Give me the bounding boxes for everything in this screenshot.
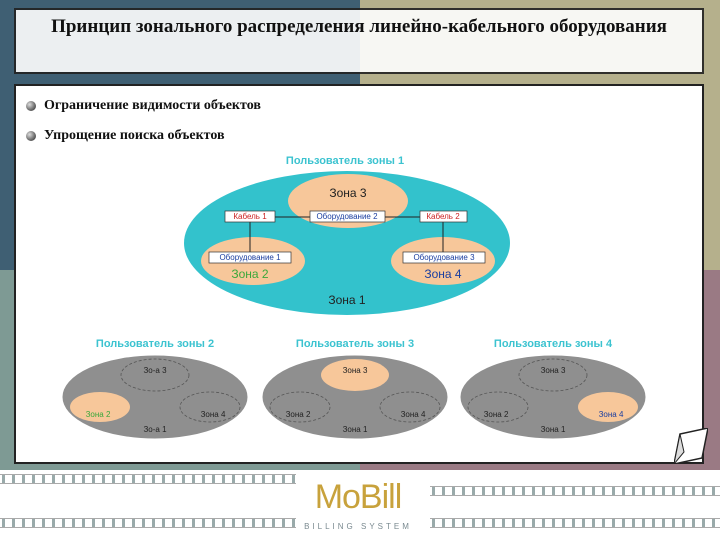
zone2-label: Зона 2 [484,410,509,419]
zone1-label: Зона 1 [541,425,566,434]
logo-subtitle: BILLING SYSTEM [304,522,412,531]
bullet-item: Упрощение поиска объектов [26,128,344,144]
zone1-label: Зо-а 1 [143,425,167,434]
zone1-label: Зона 1 [328,293,366,307]
zone2-ellipse [70,392,130,422]
zone2-ellipse [467,391,529,423]
zone3-label: Зона 3 [343,366,368,375]
zone3-ellipse [120,358,190,392]
small-user-label-2: Пользователь зоны 2 [95,338,215,350]
equip1-label: Оборудование 1 [219,253,281,262]
cable2-label: Кабель 2 [426,212,460,221]
zone1-label: Зона 1 [343,425,368,434]
equip1-box [208,251,292,264]
zone4-label: Зона 4 [599,410,624,419]
footer-dot-band [430,486,720,496]
cable1-box [224,210,276,223]
zone2-label: Зона 2 [286,410,311,419]
bullet-text: Упрощение поиска объектов [44,128,225,143]
bullet-item: Ограничение видимости объектов [26,98,344,114]
bullet-text: Ограничение видимости объектов [44,98,261,113]
footer-dot-band [430,518,720,528]
zone2-label: Зона 2 [231,267,269,281]
zone2-ellipse [269,391,331,423]
mobill-logo: MoBill BILLING SYSTEM [300,474,416,538]
zone3-label: Зона 3 [541,366,566,375]
zone3-ellipse [518,358,588,392]
small-diagram-4: Зона 3 Зона 2 Зона 4 Зона 1 [459,354,647,440]
zone2-label: Зона 2 [86,410,111,419]
equip3-box [402,251,486,264]
page-fold-icon [674,428,708,464]
equip2-label: Оборудование 2 [316,212,378,221]
small-user-label-3: Пользователь зоны 3 [295,338,415,350]
title-box [14,8,704,74]
main-user-label: Пользователь зоны 1 [285,155,405,167]
zone3-ellipse [321,359,389,391]
logo-wordmark: MoBill [314,478,403,516]
zone4-label: Зона 4 [401,410,426,419]
equip2-box [309,210,386,223]
zone3-label: Зо-а 3 [143,366,167,375]
slide-title: Принцип зонального распределения линейно… [51,16,667,37]
footer-dot-band [0,518,296,528]
zone4-label: Зона 4 [201,410,226,419]
equip3-label: Оборудование 3 [413,253,475,262]
zone4-ellipse [578,392,638,422]
zone4-ellipse [379,391,441,423]
bullet-dot-icon [26,101,36,111]
small-user-label-4: Пользователь зоны 4 [493,338,613,350]
zone3-label: Зона 3 [329,186,367,200]
zone1-ellipse [261,354,449,440]
small-diagram-2: Зо-а 3 Зона 2 Зона 4 Зо-а 1 [61,354,249,440]
bullet-dot-icon [26,131,36,141]
small-diagram-3: Зона 3 Зона 2 Зона 4 Зона 1 [261,354,449,440]
zone4-label: Зона 4 [424,267,462,281]
cable1-label: Кабель 1 [233,212,267,221]
zone4-ellipse [179,391,241,423]
footer-dot-band [0,474,296,484]
cable2-box [419,210,468,223]
